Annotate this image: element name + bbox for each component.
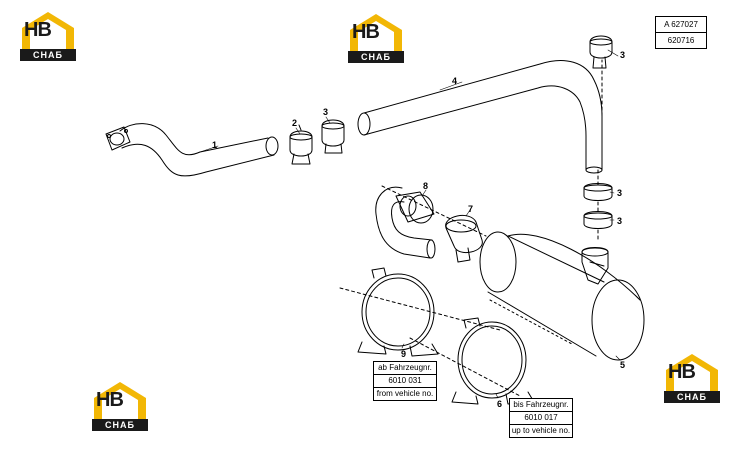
brand-logo-top-left: HB СНАБ: [20, 10, 76, 62]
house-logo-icon: [666, 354, 718, 392]
note-from-line1: ab Fahrzeugnr.: [378, 363, 432, 372]
logo-word: СНАБ: [348, 51, 404, 63]
note-to-line2: 6010 017: [510, 411, 572, 424]
part-2-clamp: [289, 124, 313, 165]
part-1-front-pipe: [105, 123, 279, 177]
note-up-to-vehicle: bis Fahrzeugnr. 6010 017 up to vehicle n…: [509, 398, 573, 438]
part-3-clamp-upper-right: [583, 169, 613, 201]
note-to-line3: up to vehicle no.: [510, 424, 572, 435]
part-8-elbow-pipe: [375, 186, 436, 259]
logo-mark: HB: [352, 21, 380, 43]
callout-8: 8: [423, 181, 428, 191]
callout-2: 2: [292, 118, 297, 128]
brand-logo-bottom-right: HB СНАБ: [664, 352, 720, 404]
reference-code-box: A 627027 620716: [655, 16, 707, 49]
house-logo-icon: [22, 12, 74, 50]
callout-3-left: 3: [323, 107, 328, 117]
logo-mark: HB: [24, 19, 52, 41]
part-3-clamp-top: [589, 35, 613, 69]
logo-word: СНАБ: [20, 49, 76, 61]
house-logo-icon: [94, 382, 146, 420]
callout-3-top: 3: [620, 50, 625, 60]
callout-leaders: [199, 49, 621, 399]
brand-logo-top-center: HB СНАБ: [348, 12, 404, 64]
note-from-vehicle: ab Fahrzeugnr. 6010 031 from vehicle no.: [373, 361, 437, 401]
logo-mark: HB: [668, 361, 696, 383]
part-3-clamp-lower-right: [583, 201, 613, 241]
part-7-clamp: [445, 214, 483, 263]
callout-6: 6: [497, 399, 502, 409]
callout-1: 1: [212, 140, 217, 150]
note-from-line3: from vehicle no.: [374, 387, 436, 400]
callout-5: 5: [620, 360, 625, 370]
part-6-bracket-band: [409, 317, 535, 405]
house-logo-icon: [350, 14, 402, 52]
callout-4: 4: [452, 76, 457, 86]
logo-word: СНАБ: [92, 419, 148, 431]
callout-3-upper-right: 3: [617, 188, 622, 198]
part-4-tail-pipe: [357, 59, 603, 174]
part-3-clamp-left: [321, 119, 345, 154]
part-5-muffler: [381, 185, 645, 361]
part-9-bracket-band: [339, 267, 501, 357]
logo-mark: HB: [96, 389, 124, 411]
reference-code-b: 620716: [656, 32, 706, 48]
logo-word: СНАБ: [664, 391, 720, 403]
callout-7: 7: [468, 204, 473, 214]
callout-3-lower-right: 3: [617, 216, 622, 226]
callout-9: 9: [401, 349, 406, 359]
reference-code-a: A 627027: [664, 20, 698, 29]
note-from-line2: 6010 031: [374, 374, 436, 387]
brand-logo-bottom-left: HB СНАБ: [92, 380, 148, 432]
note-to-line1: bis Fahrzeugnr.: [513, 400, 569, 409]
